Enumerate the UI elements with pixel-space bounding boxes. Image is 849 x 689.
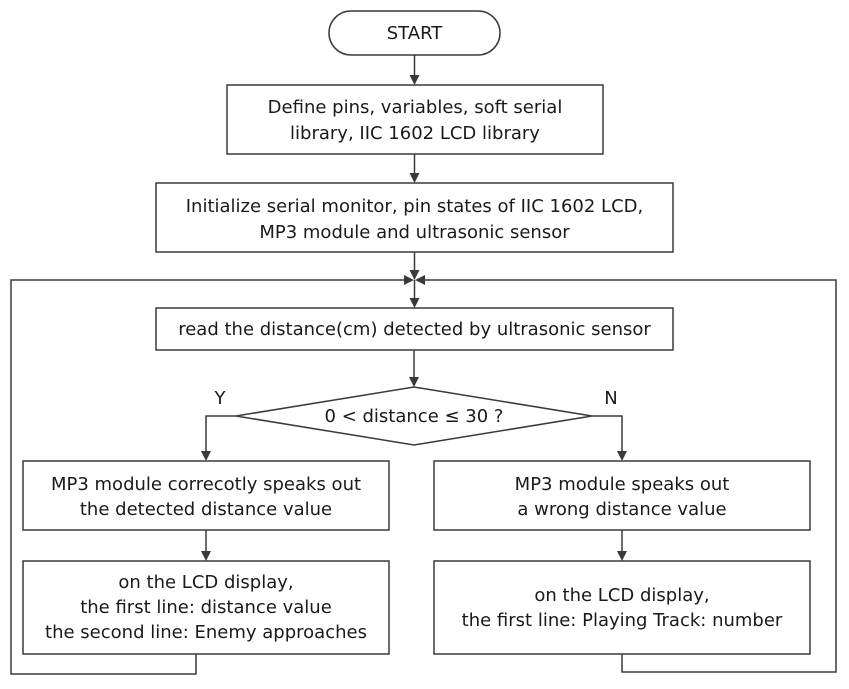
no-branch-label: N [604, 388, 617, 409]
yes-display-step: on the LCD display, the first line: dist… [22, 560, 390, 655]
yes-speak-line-1: MP3 module correcotly speaks out [51, 474, 361, 495]
arrowhead [617, 451, 627, 461]
define-line-2: library, IIC 1602 LCD library [290, 123, 540, 144]
yes-display-line-2: the first line: distance value [80, 597, 332, 618]
start-label: START [387, 23, 444, 44]
arrowhead [409, 173, 420, 183]
no-display-line-2: the first line: Playing Track: number [462, 610, 783, 631]
yes-display-line-3: the second line: Enemy approaches [45, 622, 367, 643]
arrowhead [201, 451, 211, 461]
no-display-step: on the LCD display, the first line: Play… [433, 560, 811, 655]
yes-branch-label: Y [214, 388, 227, 409]
distance-decision: 0 < distance ≤ 30 ? [235, 386, 593, 446]
start-node: START [328, 10, 501, 56]
no-speak-line-2: a wrong distance value [517, 499, 726, 520]
read-distance-label: read the distance(cm) detected by ultras… [178, 319, 651, 340]
no-speak-line-1: MP3 module speaks out [515, 474, 730, 495]
no-speak-step: MP3 module speaks out a wrong distance v… [433, 460, 811, 531]
initialize-line-1: Initialize serial monitor, pin states of… [186, 196, 643, 217]
edge-decision-yes [205, 415, 236, 452]
arrowhead [404, 275, 414, 285]
decision-label: 0 < distance ≤ 30 ? [325, 406, 504, 427]
initialize-step: Initialize serial monitor, pin states of… [155, 182, 674, 253]
edge-loop-right [424, 279, 837, 673]
edge-decision-no [592, 415, 623, 452]
initialize-line-2: MP3 module and ultrasonic sensor [259, 222, 570, 243]
no-display-line-1: on the LCD display, [534, 585, 709, 606]
edge-loop-left [10, 279, 405, 675]
arrowhead [201, 551, 211, 561]
arrowhead [409, 298, 420, 308]
connectors [10, 55, 837, 675]
arrowhead [409, 75, 420, 85]
arrowhead [617, 551, 627, 561]
arrowhead [415, 275, 425, 285]
read-distance-step: read the distance(cm) detected by ultras… [155, 307, 674, 351]
define-step: Define pins, variables, soft serial libr… [226, 84, 604, 155]
yes-speak-step: MP3 module correcotly speaks out the det… [22, 460, 390, 531]
yes-speak-line-2: the detected distance value [80, 499, 332, 520]
arrowhead [409, 377, 419, 387]
yes-display-line-1: on the LCD display, [118, 572, 293, 593]
arrowhead [409, 270, 420, 280]
define-line-1: Define pins, variables, soft serial [268, 97, 563, 118]
